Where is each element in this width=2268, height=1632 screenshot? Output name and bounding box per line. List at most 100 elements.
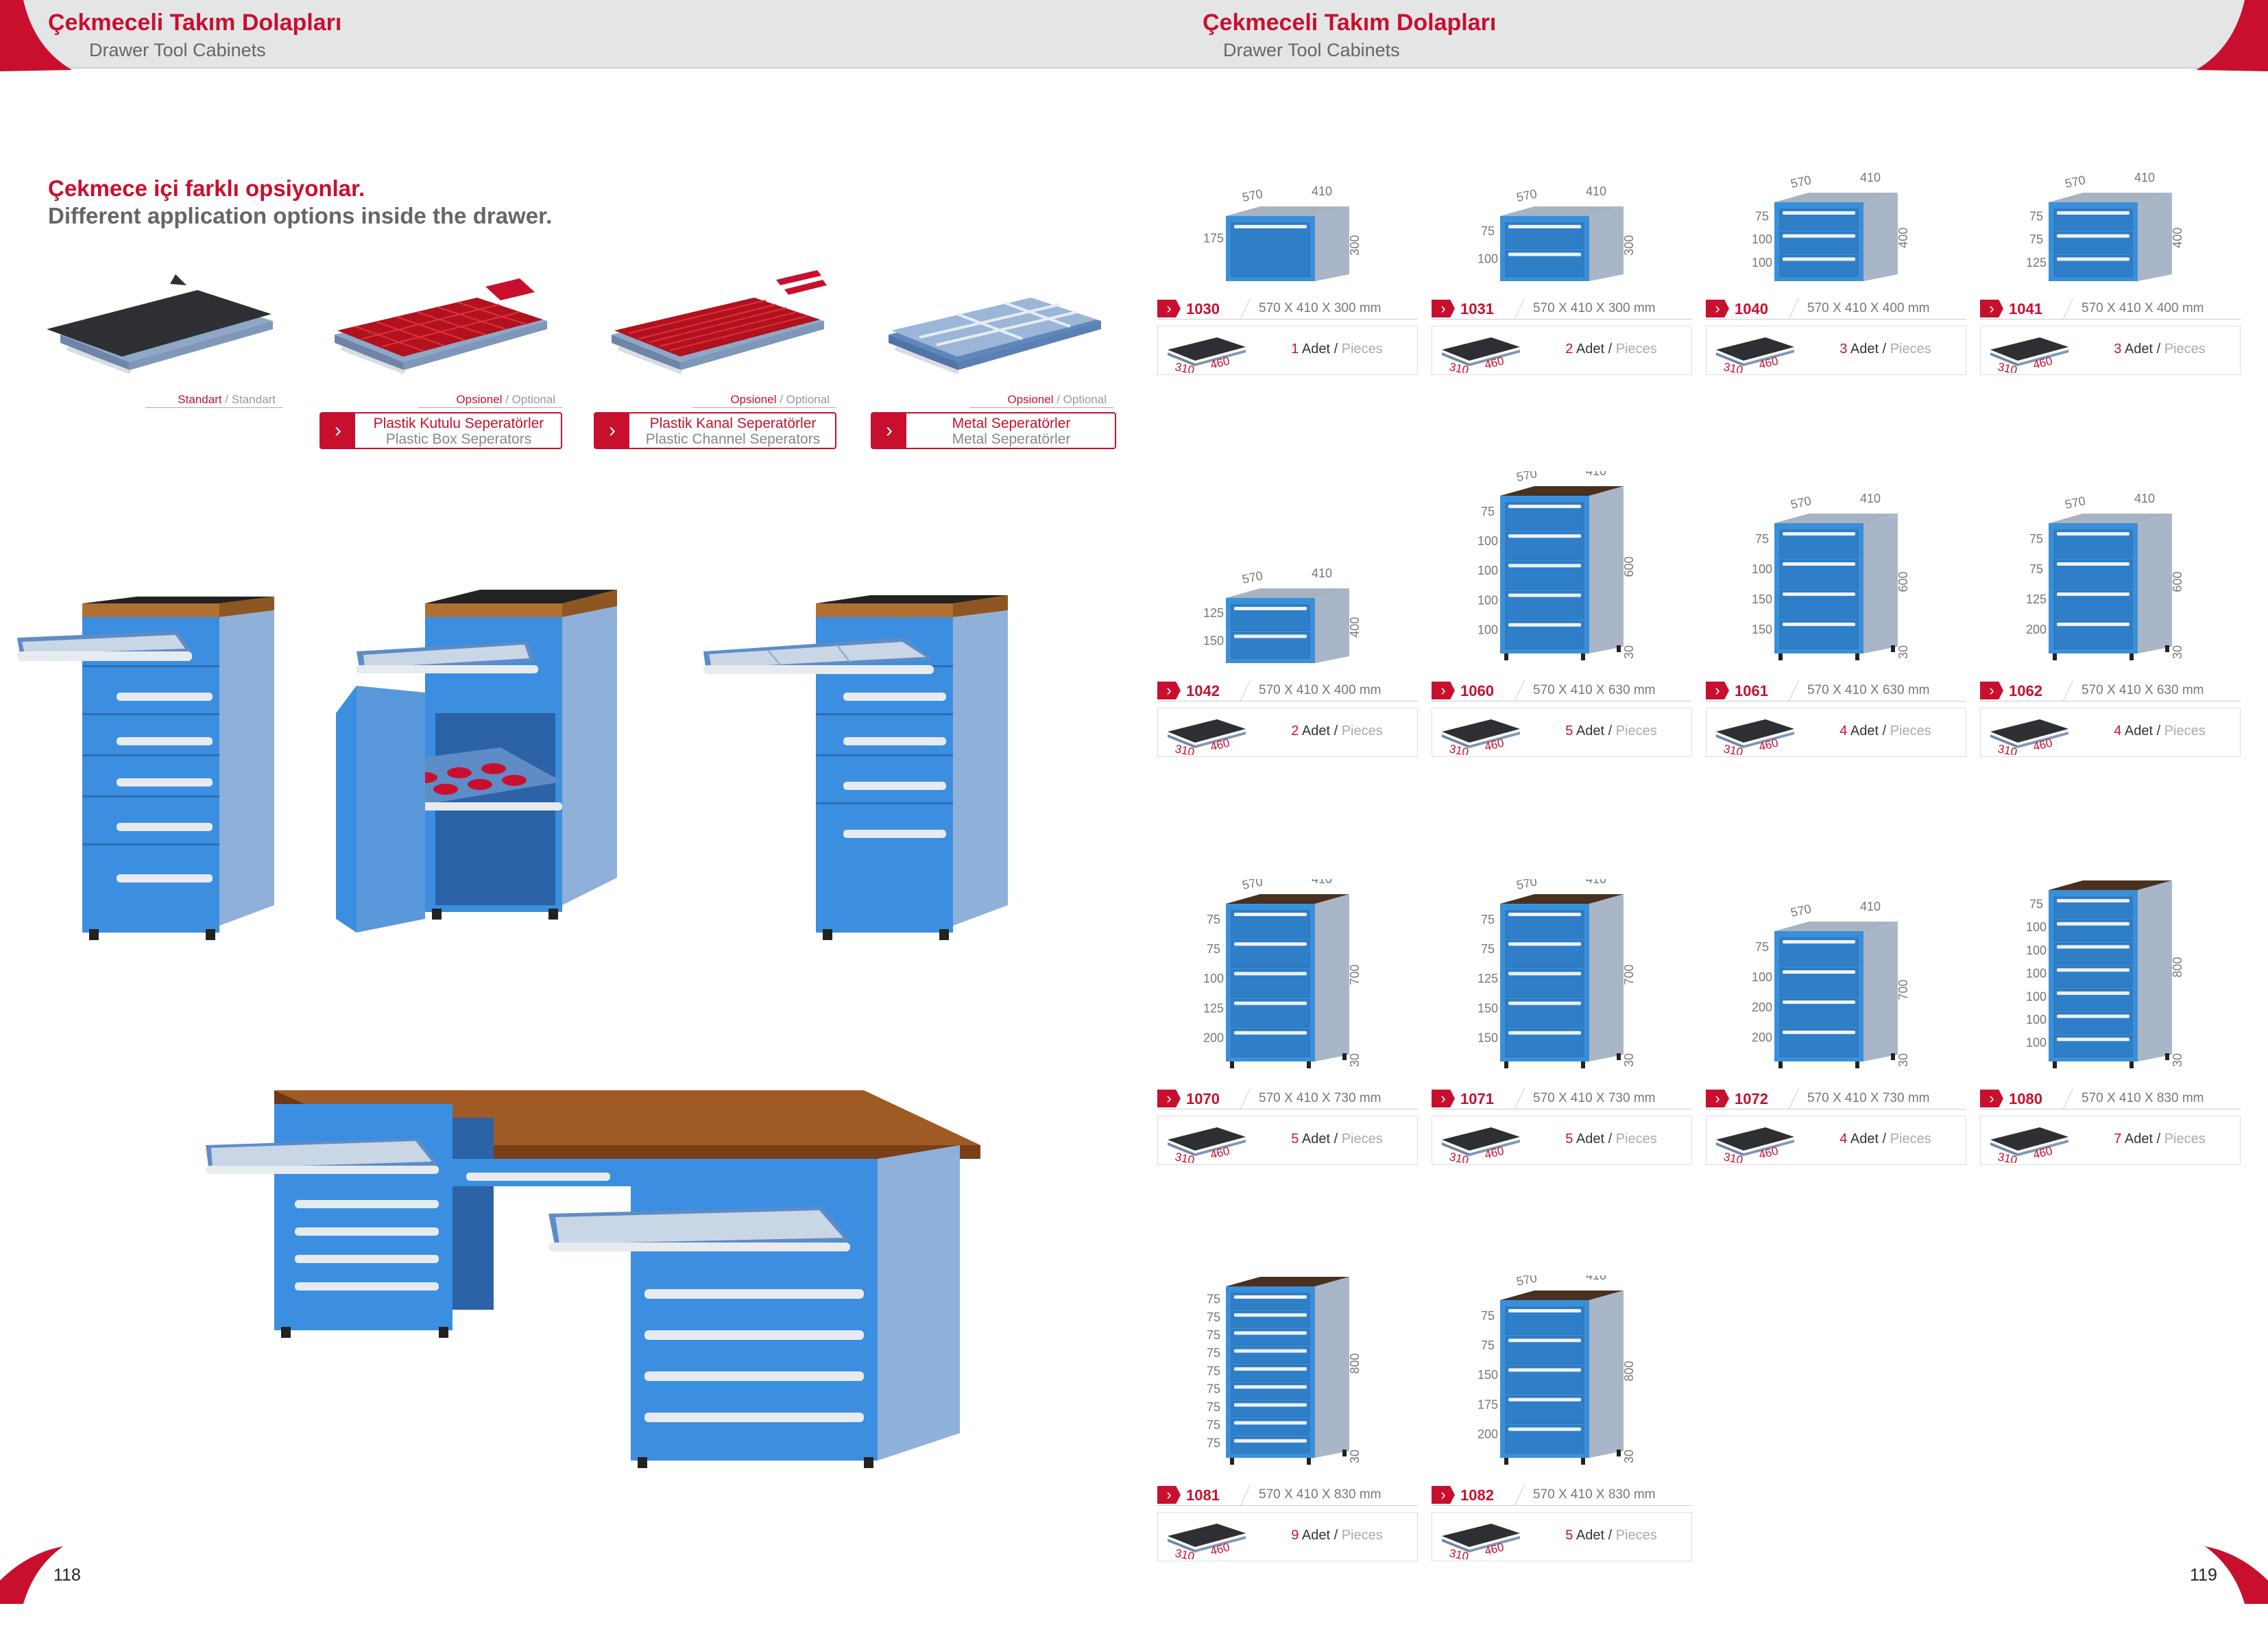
chevron-right-icon: › [1706, 300, 1729, 317]
product-dimensions: 570 X 410 X 400 mm [1259, 683, 1382, 697]
header-band [1134, 0, 2268, 69]
pieces-label-tr: Adet [1301, 1131, 1331, 1147]
pieces-separator: / [1604, 341, 1616, 357]
width-label: 410 [1586, 879, 1606, 886]
drawer-height-label: 100 [1752, 232, 1772, 246]
pieces-separator: / [1330, 1528, 1342, 1543]
chevron-right-icon: › [1432, 1090, 1455, 1107]
depth-label: 570 [1515, 187, 1539, 204]
divider [1240, 298, 1251, 319]
option-tag-type-en: / Optional [1053, 393, 1107, 406]
option-name-en: Plastic Box Seperators [385, 431, 532, 447]
drawer-height-label: 150 [1477, 1368, 1498, 1382]
pieces-count: 4 Adet / Pieces [1809, 1131, 1962, 1147]
mat-depth-label: 460 [2031, 355, 2053, 372]
product-code: 1060 [1460, 682, 1494, 699]
plinth-label: 30 [1348, 1450, 1362, 1463]
height-label: 600 [1896, 571, 1910, 592]
height-label: 800 [1622, 1360, 1636, 1381]
height-label: 800 [1348, 1353, 1362, 1373]
mat-width-label: 310 [1448, 1150, 1470, 1163]
product-dimensions: 570 X 410 X 830 mm [1533, 1487, 1656, 1502]
pieces-label-en: Pieces [1615, 341, 1657, 357]
mat-depth-label: 460 [1483, 1541, 1505, 1558]
cabinet-drawing: 5704108003075100100100100100100 [2026, 880, 2184, 1068]
chevron-right-icon: › [1157, 300, 1181, 317]
width-label: 410 [2134, 171, 2155, 184]
depth-label: 570 [1515, 879, 1539, 892]
drawer-height-label: 75 [2029, 209, 2043, 223]
drawer-option-metal-image [868, 259, 1115, 383]
drawer-height-label: 100 [1203, 972, 1224, 985]
product-dimensions: 570 X 410 X 830 mm [1259, 1487, 1382, 1502]
height-label: 700 [1896, 979, 1910, 1000]
pieces-label-en: Pieces [1615, 1131, 1657, 1147]
headline-tr: Çekmece içi farklı opsiyonlar. [48, 176, 365, 201]
chevron-right-icon: › [1706, 1090, 1729, 1107]
drawer-option-standard-image [40, 259, 287, 383]
drawer-count: 4 [2114, 723, 2122, 739]
drawer-height-label: 75 [1481, 224, 1495, 238]
divider [1789, 1088, 1799, 1109]
drawer-height-label: 100 [1752, 256, 1772, 269]
height-label: 700 [1348, 964, 1362, 985]
option-name-tr: Plastik Kanal Seperatörler [649, 416, 817, 431]
chevron-right-icon: › [595, 413, 629, 448]
plinth-label: 30 [2171, 1053, 2184, 1067]
option-tag-type-en: / Standart [221, 393, 276, 406]
drawer-height-label: 75 [1207, 1382, 1220, 1396]
height-label: 600 [1622, 556, 1636, 577]
divider [1789, 298, 1799, 319]
product-dimensions: 570 X 410 X 730 mm [1533, 1091, 1656, 1105]
pieces-label-en: Pieces [1341, 1131, 1383, 1147]
mat-width-label: 310 [1448, 1546, 1470, 1559]
pieces-separator: / [2153, 723, 2164, 739]
drawer-height-label: 125 [1203, 1001, 1224, 1015]
height-label: 400 [1348, 617, 1362, 638]
product-code: 1041 [2009, 300, 2042, 317]
product-code: 1082 [1460, 1487, 1494, 1504]
corner-swoosh-top-left [0, 0, 72, 71]
product-code: 1042 [1186, 682, 1220, 699]
pieces-label-tr: Adet [1301, 723, 1331, 739]
pieces-separator: / [2153, 1131, 2164, 1147]
chevron-right-icon: › [1157, 682, 1181, 699]
product-code: 1030 [1186, 300, 1220, 317]
product-dimensions: 570 X 410 X 730 mm [1807, 1091, 1930, 1105]
drawer-height-label: 100 [2026, 989, 2047, 1003]
drawer-height-label: 75 [1207, 1310, 1220, 1324]
drawer-count: 5 [1565, 723, 1573, 739]
drawer-height-label: 200 [2026, 623, 2047, 636]
pieces-label-tr: Adet [1850, 1131, 1879, 1147]
plinth-label: 30 [1896, 1053, 1910, 1067]
pieces-label-en: Pieces [1341, 1528, 1383, 1543]
pieces-count: 2 Adet / Pieces [1535, 341, 1687, 357]
